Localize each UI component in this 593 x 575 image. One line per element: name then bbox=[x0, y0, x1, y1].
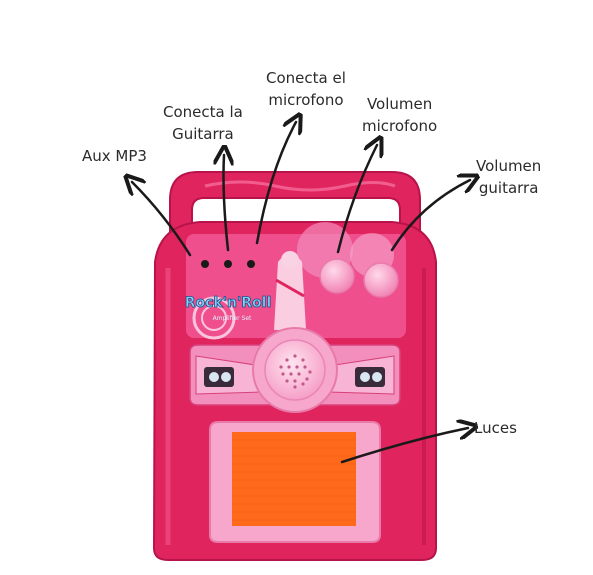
mic-jack[interactable] bbox=[247, 260, 255, 268]
mic-volume-arrow bbox=[336, 145, 377, 254]
lights-arrow bbox=[340, 428, 468, 464]
left-emblem-icon bbox=[204, 367, 234, 387]
mic-jack-arrow bbox=[255, 122, 296, 245]
lights-panel bbox=[209, 421, 381, 543]
guitar-jack-label: Conecta la Guitarra bbox=[163, 103, 243, 143]
mic-volume-label: Volumen microfono bbox=[362, 95, 438, 135]
control-panel bbox=[186, 222, 406, 340]
aux-mp3-label: Aux MP3 bbox=[82, 147, 147, 165]
light-grille bbox=[232, 432, 356, 526]
rock-n-roll-logo: Rock'n'Roll Amplifier Set bbox=[184, 295, 272, 322]
guitar-jack-arrow bbox=[224, 155, 229, 252]
svg-text:Rock'n'Roll: Rock'n'Roll bbox=[185, 295, 272, 311]
lights-label: Luces bbox=[474, 419, 517, 437]
mic-volume-knob[interactable] bbox=[319, 258, 355, 294]
svg-text:Amplifier Set: Amplifier Set bbox=[213, 315, 252, 322]
aux-jack[interactable] bbox=[201, 260, 209, 268]
guitar-jack[interactable] bbox=[224, 260, 232, 268]
microphone-grille bbox=[252, 327, 338, 413]
right-emblem-icon bbox=[355, 367, 385, 387]
guitar-volume-label: Volumen guitarra bbox=[476, 157, 542, 197]
guitar-volume-knob[interactable] bbox=[363, 262, 399, 298]
mic-jack-label: Conecta el microfono bbox=[266, 69, 346, 109]
input-jacks bbox=[201, 260, 255, 268]
aux-arrow bbox=[132, 182, 192, 257]
guitar-volume-arrow bbox=[390, 180, 470, 252]
